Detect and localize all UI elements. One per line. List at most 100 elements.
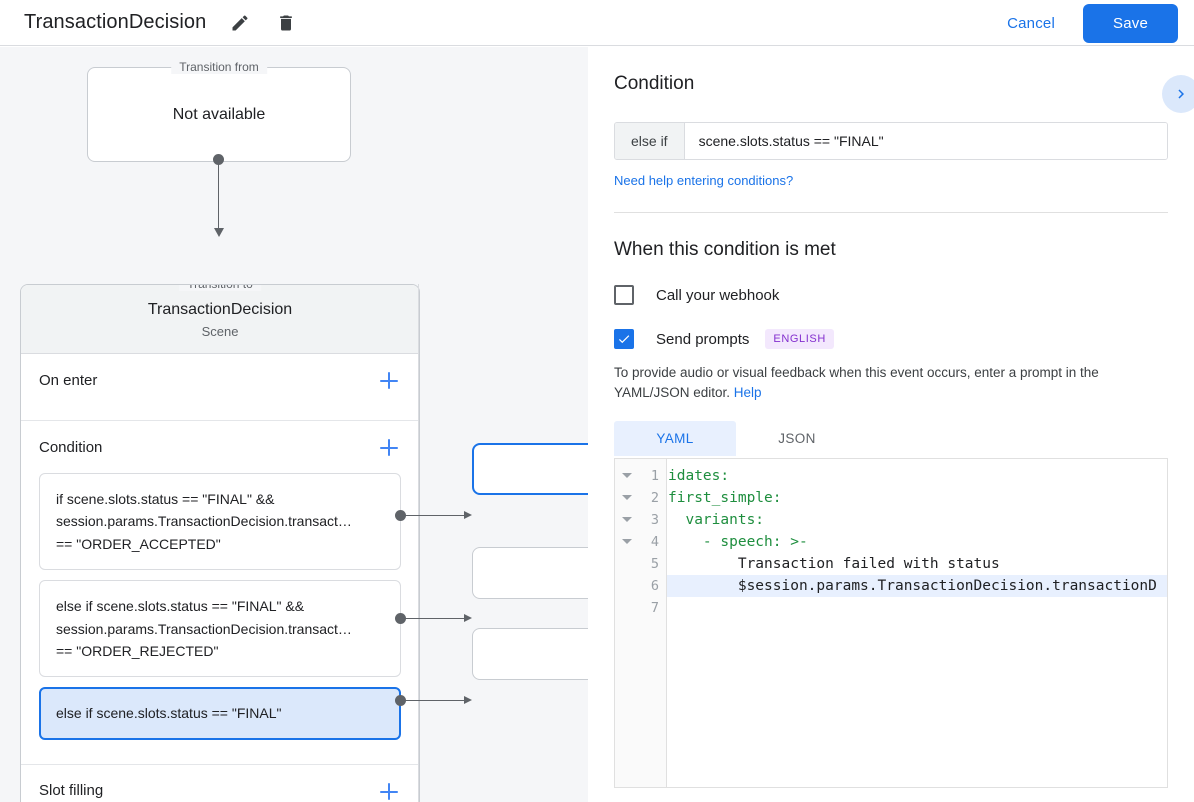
connector-arrowhead <box>464 614 472 622</box>
transition-target-box[interactable] <box>472 547 588 599</box>
scene-type: Scene <box>201 324 239 339</box>
transition-target-box[interactable] <box>472 443 588 495</box>
editor-format-tabs: YAML JSON <box>614 421 1168 457</box>
connector-line <box>405 515 464 516</box>
scene-canvas: Transition from Not available Transition… <box>0 47 588 802</box>
gutter-line: 5 <box>615 553 666 575</box>
need-help-conditions-link[interactable]: Need help entering conditions? <box>614 173 794 188</box>
condition-chip-line: == "ORDER_ACCEPTED" <box>56 535 221 552</box>
gutter-line: 3 <box>615 509 666 531</box>
prompts-hint: To provide audio or visual feedback when… <box>614 363 1168 402</box>
section-condition: Condition if scene.slots.status == "FINA… <box>21 421 419 765</box>
editor-gutter: 1 2 3 4 5 6 7 <box>615 459 667 788</box>
chevron-right-icon[interactable] <box>1162 75 1194 113</box>
fold-triangle-icon[interactable] <box>622 495 632 501</box>
connector-2 <box>395 613 475 624</box>
transition-arrow <box>213 154 227 272</box>
section-header-slot-filling: Slot filling <box>39 765 401 802</box>
canvas-rail <box>418 284 419 802</box>
line-number: 6 <box>650 578 659 595</box>
connector-dot <box>395 510 406 521</box>
scene-node-card: Transition to TransactionDecision Scene … <box>20 284 420 802</box>
cancel-button[interactable]: Cancel <box>993 7 1069 40</box>
webhook-row: Call your webhook <box>614 285 1168 305</box>
condition-chip[interactable]: if scene.slots.status == "FINAL" && sess… <box>39 473 401 571</box>
add-slot-filling-icon[interactable] <box>377 779 401 802</box>
fold-triangle-icon[interactable] <box>622 539 632 545</box>
call-webhook-checkbox[interactable] <box>614 285 634 305</box>
line-number: 5 <box>650 556 659 573</box>
line-number: 7 <box>650 600 659 617</box>
gutter-line: 7 <box>615 597 666 619</box>
section-title-condition: Condition <box>39 438 103 456</box>
code-line: first_simple: <box>668 490 782 507</box>
section-divider <box>614 212 1168 213</box>
connector-dot <box>395 695 406 706</box>
connector-line <box>405 618 464 619</box>
code-line: idates: <box>668 468 730 485</box>
tab-json[interactable]: JSON <box>778 431 816 447</box>
condition-chip[interactable]: else if scene.slots.status == "FINAL" &&… <box>39 580 401 678</box>
help-link[interactable]: Help <box>733 384 762 400</box>
transition-from-card: Transition from Not available <box>87 60 351 162</box>
fold-triangle-icon[interactable] <box>622 473 632 479</box>
scene-name: TransactionDecision <box>147 301 293 318</box>
condition-section: Condition else if Need help entering con… <box>588 47 1194 213</box>
connector-line <box>405 700 464 701</box>
fold-triangle-icon[interactable] <box>622 517 632 523</box>
add-on-enter-icon[interactable] <box>377 368 401 392</box>
section-on-enter: On enter <box>21 354 419 421</box>
app-header: TransactionDecision Cancel Save <box>0 0 1194 46</box>
code-line-highlighted: $session.params.TransactionDecision.tran… <box>667 575 1167 598</box>
when-met-heading: When this condition is met <box>614 239 836 260</box>
language-badge: ENGLISH <box>765 329 834 349</box>
send-prompts-label: Send prompts <box>656 330 750 348</box>
connector-3 <box>395 695 475 706</box>
pencil-icon[interactable] <box>228 11 252 35</box>
condition-prefix-label: else if <box>615 123 685 159</box>
save-button[interactable]: Save <box>1083 3 1178 43</box>
editor-code-area[interactable]: idates: first_simple: variants: - speech… <box>667 459 1167 787</box>
condition-chip-line: session.params.TransactionDecision.trans… <box>56 513 352 530</box>
trash-icon[interactable] <box>274 11 298 35</box>
condition-chip-selected[interactable]: else if scene.slots.status == "FINAL" <box>39 687 401 740</box>
condition-input[interactable] <box>684 123 1167 159</box>
arrow-origin-dot <box>213 154 224 165</box>
connector-arrowhead <box>464 696 472 704</box>
send-prompts-checkbox[interactable] <box>614 329 634 349</box>
section-slot-filling: Slot filling Slot validation <box>21 765 419 802</box>
prompts-hint-text: To provide audio or visual feedback when… <box>614 365 1099 400</box>
transition-from-value: Not available <box>172 105 266 123</box>
page-title: TransactionDecision <box>24 11 207 33</box>
connector-1 <box>395 510 475 521</box>
transition-target-box[interactable] <box>472 628 588 680</box>
add-condition-icon[interactable] <box>377 435 401 459</box>
line-number: 4 <box>650 534 659 551</box>
code-editor[interactable]: 1 2 3 4 5 6 7 idates: first_simple: vari… <box>614 458 1168 789</box>
connector-arrowhead <box>464 511 472 519</box>
transition-from-legend: Transition from <box>171 60 267 74</box>
scene-header: TransactionDecision Scene <box>21 285 419 354</box>
connector-dot <box>395 613 406 624</box>
gutter-line: 6 <box>615 575 666 597</box>
code-line: - speech: >- <box>668 534 808 551</box>
condition-chip-line: == "ORDER_REJECTED" <box>56 642 219 659</box>
condition-chip-line: else if scene.slots.status == "FINAL" <box>56 705 282 722</box>
send-prompts-row: Send prompts ENGLISH <box>614 329 1168 349</box>
call-webhook-label: Call your webhook <box>656 286 780 304</box>
gutter-line: 2 <box>615 487 666 509</box>
gutter-line: 4 <box>615 531 666 553</box>
section-title-on-enter: On enter <box>39 371 98 389</box>
condition-chip-line: session.params.TransactionDecision.trans… <box>56 620 352 637</box>
arrow-head <box>213 228 224 237</box>
line-number: 1 <box>650 468 659 485</box>
code-line <box>667 597 1167 619</box>
section-title-slot-filling: Slot filling <box>39 782 104 800</box>
when-met-section: When this condition is met Call your web… <box>588 213 1194 789</box>
condition-editor-row: else if <box>614 122 1168 160</box>
transition-to-legend: Transition to <box>179 285 261 291</box>
condition-chip-line: else if scene.slots.status == "FINAL" && <box>56 598 305 615</box>
tab-yaml[interactable]: YAML <box>614 421 736 457</box>
details-panel: Condition else if Need help entering con… <box>588 47 1194 802</box>
